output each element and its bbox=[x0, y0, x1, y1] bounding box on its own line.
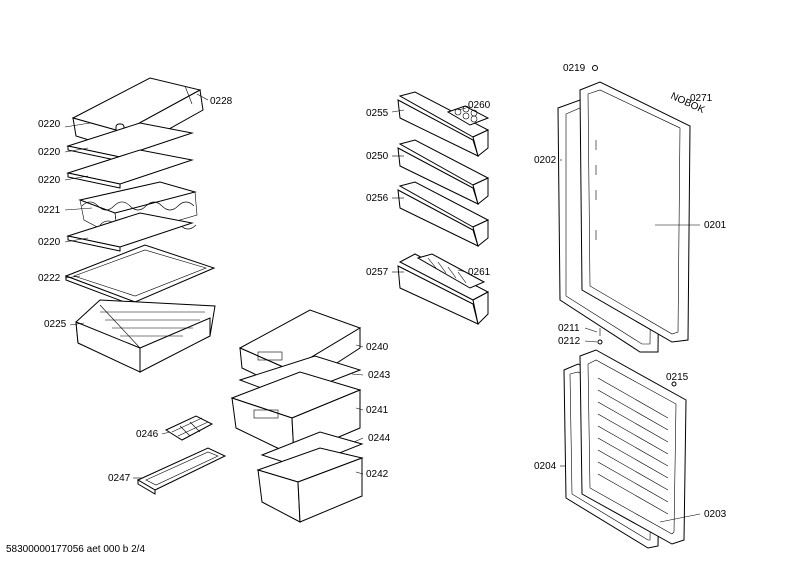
door-shelf-0255 bbox=[397, 91, 490, 157]
door-shelf-0250 bbox=[397, 139, 490, 205]
label-0225: 0225 bbox=[44, 319, 67, 330]
label-0212: 0212 bbox=[558, 336, 581, 347]
label-0242: 0242 bbox=[366, 469, 389, 480]
label-0228: 0228 bbox=[210, 96, 233, 107]
bottle-shelf-0257 bbox=[397, 253, 490, 326]
ice-tray-0246 bbox=[164, 415, 214, 441]
label-0220b: 0220 bbox=[38, 147, 61, 158]
label-0220d: 0220 bbox=[38, 237, 61, 248]
label-0219: 0219 bbox=[563, 63, 586, 74]
hinge-pin-0219 bbox=[592, 65, 598, 71]
label-0261: 0261 bbox=[468, 267, 491, 278]
ice-box-0247 bbox=[136, 447, 227, 495]
label-0240: 0240 bbox=[366, 342, 389, 353]
label-0244: 0244 bbox=[368, 433, 391, 444]
egg-tray-0260 bbox=[446, 105, 490, 126]
label-0211: 0211 bbox=[558, 323, 580, 334]
shelf-0222 bbox=[64, 244, 216, 307]
drawer-0242 bbox=[256, 447, 364, 523]
label-0246: 0246 bbox=[136, 429, 159, 440]
door-upper-0201 bbox=[579, 81, 691, 343]
drawer-0241 bbox=[230, 371, 362, 457]
label-0220a: 0220 bbox=[38, 119, 61, 130]
part-labels: 0220 0220 0220 0221 0220 0222 0225 0228 … bbox=[38, 63, 727, 520]
door-lower-0203 bbox=[579, 349, 687, 545]
label-0203: 0203 bbox=[704, 509, 727, 520]
glass-shelf-0220-c bbox=[66, 212, 194, 252]
label-0255: 0255 bbox=[366, 108, 389, 119]
door-shelf-0256 bbox=[397, 181, 490, 247]
label-0202: 0202 bbox=[534, 155, 557, 166]
label-0247: 0247 bbox=[108, 473, 131, 484]
label-0204: 0204 bbox=[534, 461, 557, 472]
label-0250: 0250 bbox=[366, 151, 389, 162]
label-0260: 0260 bbox=[468, 100, 491, 111]
document-id-footer: 58300000177056 aet 000 b 2/4 bbox=[6, 544, 146, 555]
glass-shelf-0220-b bbox=[66, 149, 194, 189]
washer-0212 bbox=[597, 339, 603, 345]
label-0257: 0257 bbox=[366, 267, 389, 278]
label-0220c: 0220 bbox=[38, 175, 61, 186]
label-0256: 0256 bbox=[366, 193, 389, 204]
label-0201: 0201 bbox=[704, 220, 727, 231]
label-0243: 0243 bbox=[368, 370, 391, 381]
crisper-0225 bbox=[75, 299, 216, 373]
leader-lines bbox=[64, 93, 701, 523]
label-0271: 0271 bbox=[690, 93, 713, 104]
label-0221: 0221 bbox=[38, 205, 61, 216]
label-0215: 0215 bbox=[666, 372, 689, 383]
hinge-pin-0215 bbox=[671, 381, 677, 387]
bottle-holder-0261 bbox=[416, 253, 486, 289]
label-0241: 0241 bbox=[366, 405, 389, 416]
label-0222: 0222 bbox=[38, 273, 61, 284]
